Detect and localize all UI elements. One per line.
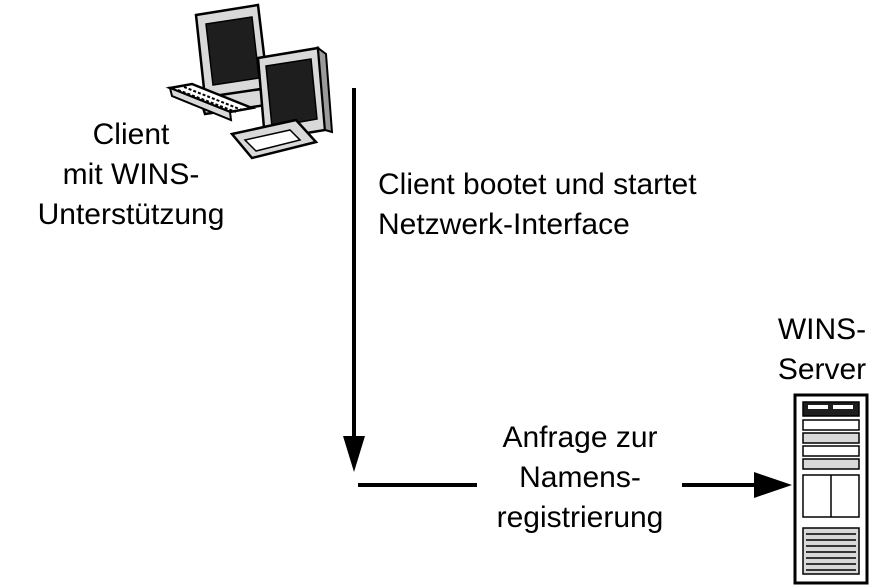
boot-step-label: Client bootet und startet Netzwerk-Inter… [378,165,697,245]
server-label-line-1: WINS- [777,313,867,346]
request-label-line-2: Namens- [519,461,641,494]
client-label: Client mit WINS- Unterstützung [6,115,256,235]
wins-server-tower-icon [793,393,869,585]
request-arrow [358,472,792,498]
request-label: Anfrage zur Namens- registrierung [470,418,690,538]
server-label-line-2: Server [777,353,867,386]
server-label: WINS- Server [752,310,892,390]
client-label-line-1: Client [92,118,170,151]
boot-arrow [343,88,365,472]
client-label-line-2: mit WINS- [62,158,200,191]
boot-step-line-2: Netzwerk-Interface [378,208,630,241]
request-label-line-3: registrierung [496,501,664,534]
request-label-line-1: Anfrage zur [502,421,658,454]
client-computer-icon [165,3,334,160]
boot-step-line-1: Client bootet und startet [378,168,697,201]
client-label-line-3: Unterstützung [37,198,225,231]
